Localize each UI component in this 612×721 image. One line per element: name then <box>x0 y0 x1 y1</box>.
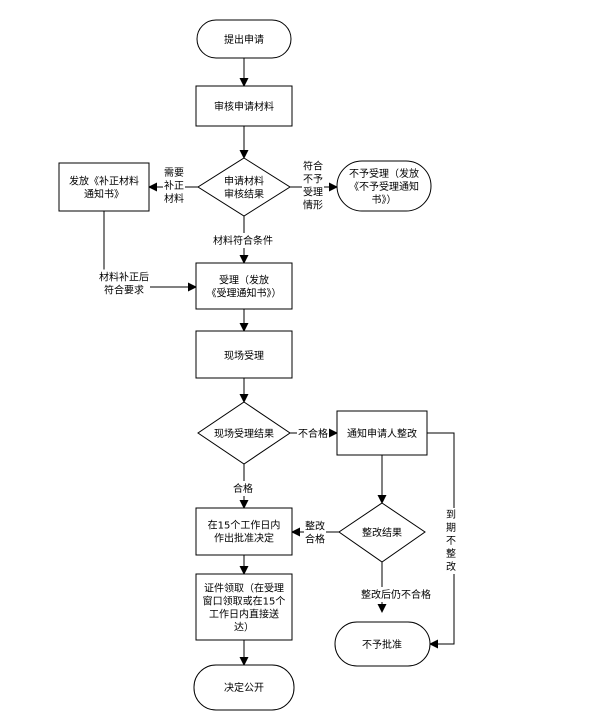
text-line: 现场受理 <box>224 349 264 362</box>
node-review-text: 审核申请材料 <box>214 100 274 113</box>
node-reject-accept-text: 不予受理（发放《不予受理通知书》） <box>349 167 419 206</box>
node-accept: 受理（发放《受理通知书》） <box>195 262 293 310</box>
label-still-unqualified: 整改后仍不合格 <box>361 588 431 601</box>
node-not-approved: 不予批准 <box>334 621 431 667</box>
text-line: 工作日内直接送 <box>209 608 279 621</box>
node-start: 提出申请 <box>196 19 292 59</box>
node-issue-correction-text: 发放《补正材料通知书》 <box>69 175 139 201</box>
node-not-approved-text: 不予批准 <box>362 638 402 651</box>
text-line: 通知书》 <box>84 188 124 201</box>
text-line: 《受理通知书》） <box>207 287 282 300</box>
text-line: 材料补正后 <box>99 271 149 284</box>
text-line: 受理 <box>303 187 323 199</box>
label-background <box>212 233 274 248</box>
text-line: 现场受理结果 <box>214 427 274 440</box>
node-license-text: 证件领取（在受理窗口领取或在15个工作日内直接送达） <box>203 582 286 634</box>
text-line: 整改结果 <box>362 526 402 539</box>
node-site-result: 现场受理结果 <box>197 401 291 465</box>
text-line: 通知申请人整改 <box>347 427 417 440</box>
node-review-result: 申请材料审核结果 <box>197 157 291 217</box>
node-decide-text: 在15个工作日内作出批准决定 <box>208 519 281 545</box>
node-publish-text: 决定公开 <box>224 681 264 694</box>
label-background <box>360 587 432 602</box>
text-line: 材料符合条件 <box>213 234 273 247</box>
node-review: 审核申请材料 <box>195 85 293 127</box>
edge-labels: 需要补正材料 符合不予受理情形 材料符合条件 材料补正后符合要求 不合格 合格 … <box>98 158 457 602</box>
text-line: 审核申请材料 <box>214 100 274 113</box>
label-meets-conditions: 材料符合条件 <box>213 234 273 247</box>
node-site-result-text: 现场受理结果 <box>214 427 274 440</box>
text-line: 受理（发放 <box>219 274 269 287</box>
text-line: 书》） <box>372 194 397 206</box>
text-line: 证件领取（在受理 <box>204 582 284 595</box>
text-line: 合格 <box>233 482 253 495</box>
node-review-result-text: 申请材料审核结果 <box>224 175 264 201</box>
node-reject-accept: 不予受理（发放《不予受理通知书》） <box>336 160 432 212</box>
text-line: 提出申请 <box>224 33 264 46</box>
text-line: 窗口领取或在15个 <box>203 595 286 608</box>
text-line: 发放《补正材料 <box>69 175 139 188</box>
text-line: 到 <box>446 509 456 521</box>
text-line: 补正 <box>164 179 184 192</box>
text-line: 整改 <box>305 520 325 533</box>
text-line: 审核结果 <box>224 188 264 201</box>
text-line: 期 <box>446 522 456 534</box>
text-line: 符合要求 <box>104 284 144 297</box>
label-overdue: 到期不整改 <box>446 509 456 573</box>
label-unqualified: 不合格 <box>298 427 328 440</box>
label-background <box>304 518 326 547</box>
label-background <box>297 426 329 441</box>
text-line: 不予批准 <box>362 638 402 651</box>
text-line: 决定公开 <box>224 681 264 694</box>
text-line: 达） <box>234 622 254 634</box>
label-corrected: 材料补正后符合要求 <box>99 271 149 297</box>
text-line: 《不予受理通知 <box>349 180 419 193</box>
text-line: 材料 <box>164 192 184 205</box>
text-line: 不予受理（发放 <box>349 167 419 180</box>
text-line: 不合格 <box>298 427 328 440</box>
text-line: 申请材料 <box>224 175 264 188</box>
node-fix-result-text: 整改结果 <box>362 526 402 539</box>
text-line: 合格 <box>305 533 325 546</box>
label-background <box>445 508 457 574</box>
text-line: 整 <box>446 547 456 560</box>
text-line: 整改后仍不合格 <box>361 588 431 601</box>
label-background <box>163 166 185 206</box>
text-line: 改 <box>446 560 456 573</box>
label-not-accept-case: 符合不予受理情形 <box>303 160 323 212</box>
text-line: 不予 <box>303 174 323 186</box>
text-line: 作出批准决定 <box>214 532 274 545</box>
label-background <box>232 481 254 496</box>
text-line: 情形 <box>303 199 323 212</box>
node-issue-correction: 发放《补正材料通知书》 <box>58 162 150 212</box>
text-line: 不 <box>446 536 456 547</box>
node-notify-fix: 通知申请人整改 <box>336 410 428 456</box>
node-site-accept-text: 现场受理 <box>224 349 264 362</box>
node-notify-fix-text: 通知申请人整改 <box>347 427 417 440</box>
label-fixed-qualified: 整改合格 <box>305 520 325 546</box>
node-start-text: 提出申请 <box>224 33 264 46</box>
node-fix-result: 整改结果 <box>338 502 426 563</box>
text-line: 需要 <box>164 167 184 179</box>
node-site-accept: 现场受理 <box>195 330 293 379</box>
node-decide: 在15个工作日内作出批准决定 <box>195 507 293 556</box>
nodes: 提出申请 审核申请材料 申请材料审核结果 发放《补正材料通知书》 不予受理（发放… <box>58 19 432 711</box>
node-accept-text: 受理（发放《受理通知书》） <box>207 274 282 300</box>
label-background <box>302 158 324 213</box>
label-need-correction: 需要补正材料 <box>164 167 184 205</box>
node-publish: 决定公开 <box>193 664 295 711</box>
node-license: 证件领取（在受理窗口领取或在15个工作日内直接送达） <box>195 573 293 641</box>
text-line: 在15个工作日内 <box>208 519 281 532</box>
label-qualified: 合格 <box>233 482 253 495</box>
text-line: 符合 <box>303 160 323 173</box>
label-background <box>98 269 150 298</box>
